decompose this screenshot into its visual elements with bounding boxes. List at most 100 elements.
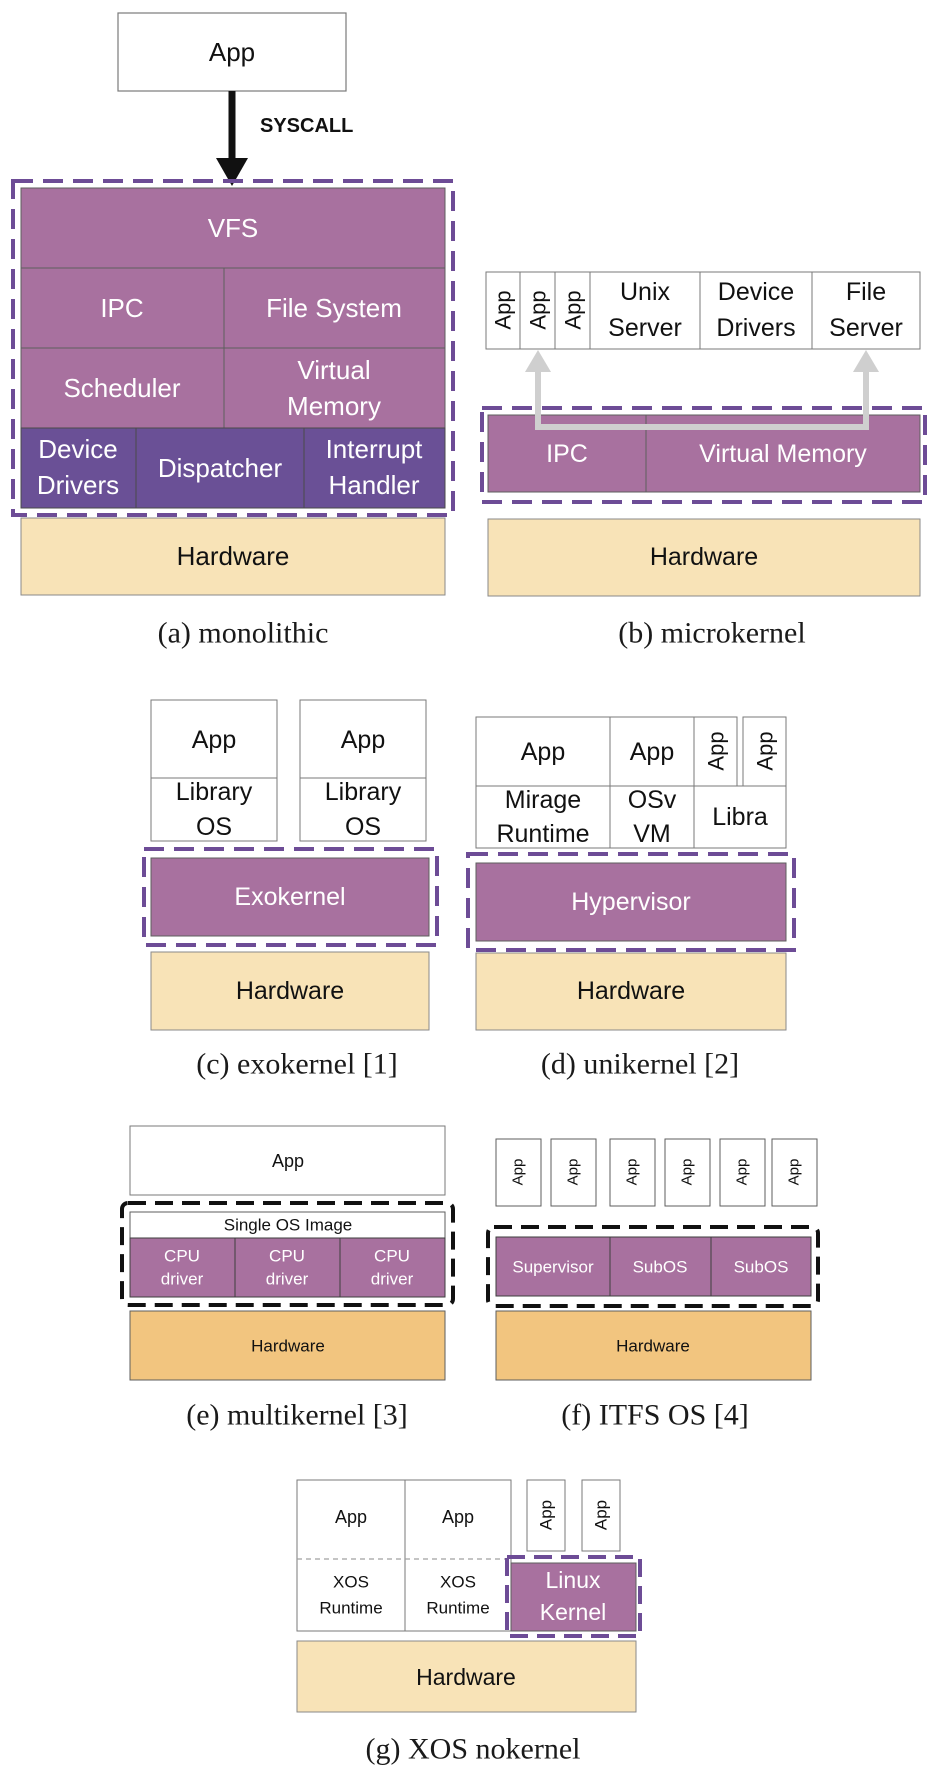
hardware-label: Hardware	[251, 1337, 325, 1356]
caption-multikernel: (e) multikernel [3]	[186, 1399, 408, 1432]
hardware-label: Hardware	[177, 541, 290, 571]
supervisor-label: Supervisor	[512, 1258, 594, 1277]
kernel-boundary	[480, 406, 927, 504]
mirage-runtime-label-1: Mirage	[505, 786, 581, 814]
linux-kernel-block	[510, 1562, 637, 1632]
app-label-2: App	[442, 1507, 474, 1527]
device-drivers-label-2: Drivers	[716, 314, 795, 342]
app-label-1: App	[335, 1507, 367, 1527]
kernel-boundary	[142, 847, 439, 947]
interrupt-handler-label-1: Interrupt	[326, 434, 424, 464]
app-label-6: App	[786, 1159, 803, 1186]
app-label-3: App	[704, 731, 729, 770]
libra-box	[693, 785, 787, 849]
xos-box-1	[296, 1479, 406, 1632]
hardware-block	[487, 518, 921, 597]
library-os-label-2b: OS	[345, 813, 381, 841]
caption-unikernel: (d) unikernel [2]	[541, 1048, 739, 1081]
ipc-label: IPC	[100, 293, 143, 323]
virtual-memory-label: Virtual Memory	[699, 440, 867, 468]
app-label-5: App	[734, 1159, 751, 1186]
virtual-memory-label-1: Virtual	[297, 355, 370, 385]
hardware-block	[495, 1310, 812, 1381]
vfs-block	[20, 187, 446, 269]
cpu-driver-label-2a: CPU	[269, 1247, 305, 1266]
kernel-boundary	[466, 852, 796, 952]
mirage-runtime-label-2: Runtime	[496, 820, 589, 848]
panel-multikernel: App Single OS Image CPU driver CPU drive…	[120, 1125, 455, 1432]
kernel-boundary	[486, 1225, 820, 1308]
interrupt-handler-block	[303, 427, 446, 509]
app-label-1: App	[521, 738, 565, 766]
hardware-label: Hardware	[416, 1664, 516, 1690]
hardware-block	[20, 517, 446, 596]
syscall-arrowhead	[216, 158, 248, 186]
interrupt-handler-label-2: Handler	[328, 470, 419, 500]
app-box-5	[719, 1138, 766, 1207]
libra-label: Libra	[712, 803, 768, 831]
app-label: App	[209, 37, 255, 67]
xos-runtime-label-1a: XOS	[333, 1573, 369, 1592]
app-box-2	[550, 1138, 597, 1207]
subos-block-2	[710, 1236, 812, 1297]
file-server-label-1: File	[846, 278, 886, 306]
app-label-2: App	[565, 1159, 582, 1186]
app-label-2: App	[341, 726, 385, 754]
cpu-driver-label-2b: driver	[266, 1270, 309, 1289]
vfs-label: VFS	[208, 213, 259, 243]
xos-runtime-label-1b: Runtime	[319, 1599, 382, 1618]
app-label-2: App	[630, 738, 674, 766]
ipc-arrowhead-left	[525, 350, 551, 372]
app-label-3: App	[561, 290, 586, 329]
device-drivers-label-2: Drivers	[37, 470, 119, 500]
subos-label-2: SubOS	[734, 1258, 789, 1277]
library-os-label-2a: Library	[325, 778, 402, 806]
caption-itfs-os: (f) ITFS OS [4]	[561, 1399, 749, 1432]
hardware-label: Hardware	[236, 977, 344, 1005]
hardware-label: Hardware	[650, 543, 758, 571]
virtual-memory-block	[223, 347, 446, 429]
device-drivers-label-1: Device	[718, 278, 794, 306]
unix-server-label-2: Server	[608, 314, 682, 342]
unikernel-box-2	[609, 716, 695, 849]
dispatcher-label: Dispatcher	[158, 453, 283, 483]
app-label: App	[272, 1151, 304, 1171]
device-drivers-label-1: Device	[38, 434, 117, 464]
app-libos-box-1	[150, 699, 278, 842]
single-os-image-label: Single OS Image	[224, 1216, 353, 1235]
hardware-block	[475, 952, 787, 1031]
app-label-3: App	[624, 1159, 641, 1186]
app-label-3: App	[537, 1500, 556, 1530]
file-system-block	[223, 267, 446, 349]
dispatcher-block	[135, 427, 305, 509]
file-system-label: File System	[266, 293, 402, 323]
library-os-label-1a: Library	[176, 778, 253, 806]
app-label-1: App	[510, 1159, 527, 1186]
unix-server-label-1: Unix	[620, 278, 671, 306]
osv-vm-label-1: OSv	[628, 786, 677, 814]
app-box-4	[581, 1479, 621, 1552]
cpu-driver-block-1	[129, 1237, 236, 1298]
cpu-driver-label-1b: driver	[161, 1270, 204, 1289]
app-box	[129, 1125, 446, 1196]
caption-monolithic: (a) monolithic	[158, 617, 329, 650]
hardware-block	[129, 1310, 446, 1381]
ipc-label: IPC	[546, 440, 588, 468]
app-box-1	[495, 1138, 542, 1207]
app-label-4: App	[679, 1159, 696, 1186]
caption-xos-nokernel: (g) XOS nokernel	[366, 1733, 581, 1766]
app-box-4	[664, 1138, 711, 1207]
xos-box-2	[404, 1479, 512, 1632]
ipc-block	[20, 267, 225, 349]
app-label-1: App	[491, 290, 516, 329]
virtual-memory-label-2: Memory	[287, 391, 381, 421]
services-row	[485, 271, 921, 350]
kernel-boundary	[120, 1201, 455, 1307]
panel-monolithic: App SYSCALL VFS IPC File System Schedule…	[11, 12, 455, 650]
supervisor-block	[495, 1236, 611, 1297]
cpu-driver-label-1a: CPU	[164, 1247, 200, 1266]
exokernel-block	[150, 857, 430, 937]
subos-label-1: SubOS	[633, 1258, 688, 1277]
app-libos-box-2	[299, 699, 427, 842]
